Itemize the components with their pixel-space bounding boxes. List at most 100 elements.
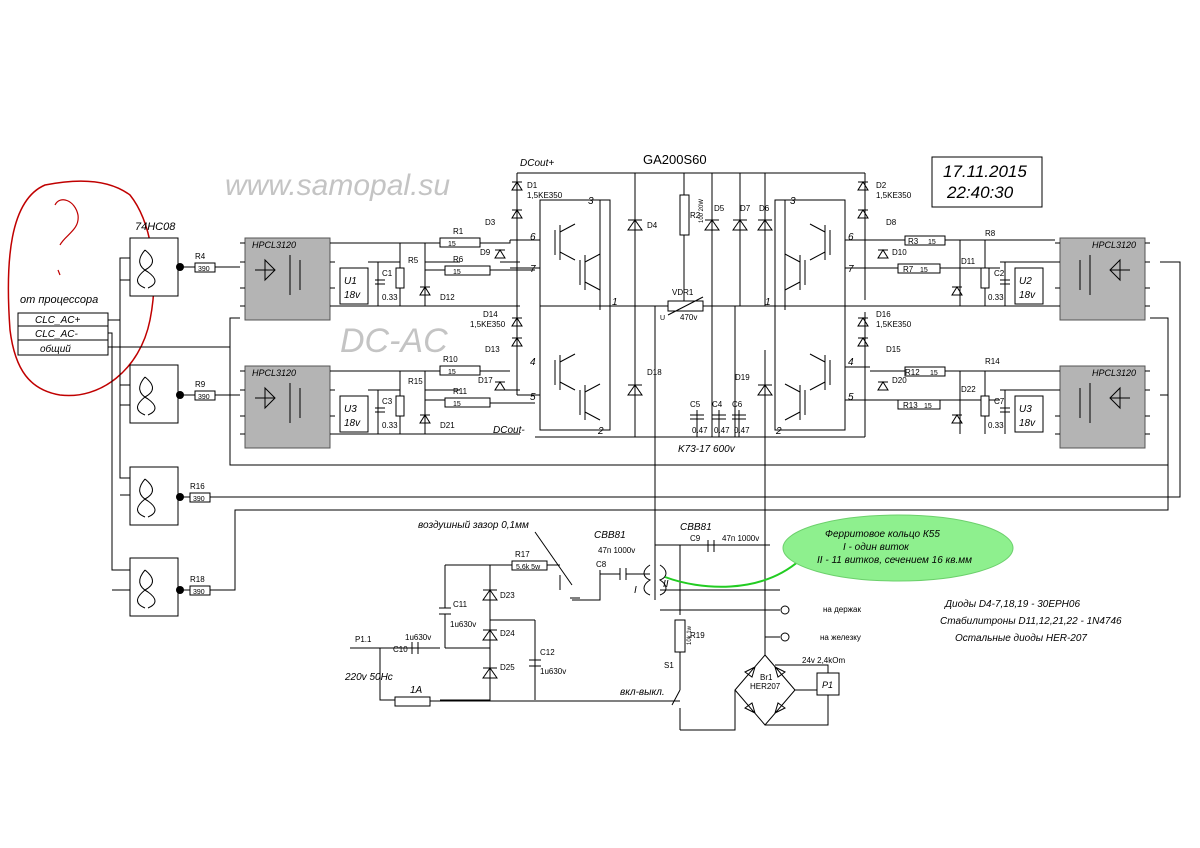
svg-text:D24: D24 (500, 629, 515, 638)
r15-group: R15 (395, 377, 423, 417)
svg-text:HER207: HER207 (750, 682, 781, 691)
svg-text:5: 5 (848, 392, 854, 403)
and-gate-4 (129, 557, 179, 617)
svg-text:3: 3 (588, 196, 594, 207)
svg-text:D23: D23 (500, 591, 515, 600)
d19-group: D19 (735, 373, 773, 396)
svg-text:R18: R18 (190, 575, 205, 584)
svg-text:Br1: Br1 (760, 673, 773, 682)
svg-text:U2: U2 (1019, 276, 1032, 287)
svg-text:R1: R1 (453, 227, 464, 236)
svg-text:D16: D16 (876, 310, 891, 319)
svg-text:D14: D14 (483, 310, 498, 319)
svg-text:P1: P1 (822, 680, 833, 690)
driver-right-top: HPCL3120 (1059, 237, 1146, 321)
svg-text:HPCL3120: HPCL3120 (1092, 368, 1136, 378)
c3-group: C30.33 (375, 397, 398, 430)
svg-text:D6: D6 (759, 204, 770, 213)
note-zeners: Стабилитроны D11,12,21,22 - 1N4746 (940, 615, 1122, 627)
svg-text:6: 6 (530, 232, 536, 243)
svg-text:D10: D10 (892, 248, 907, 257)
processor-pin-common: общий (40, 343, 71, 355)
svg-text:D3: D3 (485, 218, 496, 227)
svg-text:R11: R11 (453, 387, 468, 396)
svg-text:0.33: 0.33 (988, 421, 1004, 430)
svg-text:7: 7 (530, 264, 536, 275)
svg-text:R9: R9 (195, 380, 206, 389)
logic-chip-label: 74HC08 (135, 221, 176, 233)
svg-text:15: 15 (928, 239, 936, 246)
transformer-coils: III (634, 564, 669, 596)
svg-text:D13: D13 (485, 345, 500, 354)
svg-text:D8: D8 (886, 218, 897, 227)
svg-text:R6: R6 (453, 255, 464, 264)
time-text: 22:40:30 (946, 183, 1014, 202)
ferrite-note-line1: Ферритовое кольцо К55 (825, 529, 940, 540)
and-gate-3 (129, 466, 179, 526)
svg-text:на держак: на держак (823, 605, 861, 614)
ferrite-callout-arrow (664, 559, 801, 588)
svg-text:4: 4 (530, 357, 536, 368)
ferrite-note-line2: I - один виток (843, 542, 910, 553)
driver-left-bottom: HPCL3120 (244, 365, 331, 449)
svg-text:1: 1 (612, 297, 618, 308)
svg-text:47п 1000v: 47п 1000v (598, 546, 635, 555)
processor-pin-clc-minus: CLC_AC- (35, 329, 78, 340)
svg-text:D25: D25 (500, 663, 515, 672)
svg-text:R3: R3 (908, 237, 919, 246)
module-label: GA200S60 (643, 152, 707, 167)
svg-text:24v 2,4kOm: 24v 2,4kOm (802, 656, 845, 665)
svg-text:C11: C11 (453, 600, 468, 609)
svg-text:I: I (634, 585, 637, 596)
fuse-1a: 1A (394, 685, 680, 707)
svg-text:6: 6 (848, 232, 854, 243)
driver-right-bottom: HPCL3120 (1059, 365, 1146, 449)
svg-text:4: 4 (848, 357, 854, 368)
svg-text:вкл-выкл.: вкл-выкл. (620, 687, 665, 698)
svg-text:D2: D2 (876, 181, 887, 190)
svg-text:18v: 18v (1019, 418, 1036, 429)
svg-text:S1: S1 (664, 661, 674, 670)
svg-text:R2: R2 (690, 211, 701, 220)
svg-text:P1.1: P1.1 (355, 635, 372, 644)
svg-text:10k 1w: 10k 1w (687, 625, 693, 645)
svg-text:D9: D9 (480, 248, 491, 257)
svg-text:D11: D11 (961, 257, 976, 266)
d11-group: D11 (951, 257, 976, 296)
svg-text:C7: C7 (994, 397, 1005, 406)
ferrite-callout-bubble (782, 514, 1014, 582)
svg-text:5,6k 5w: 5,6k 5w (516, 564, 541, 571)
svg-text:15: 15 (920, 267, 928, 274)
svg-text:C12: C12 (540, 648, 555, 657)
svg-text:D20: D20 (892, 376, 907, 385)
datetime-box (931, 156, 1043, 208)
svg-text:0.33: 0.33 (382, 293, 398, 302)
svg-text:K73-17 600v: K73-17 600v (678, 444, 736, 455)
air-gap-group: воздушный зазор 0,1мм (418, 520, 580, 599)
switch-s1: S1 вкл-выкл. (620, 661, 681, 730)
svg-text:CBB81: CBB81 (594, 530, 626, 541)
processor-pin-clc-plus: CLC_AC+ (35, 315, 80, 326)
c2-group: C20.33 (988, 269, 1010, 302)
